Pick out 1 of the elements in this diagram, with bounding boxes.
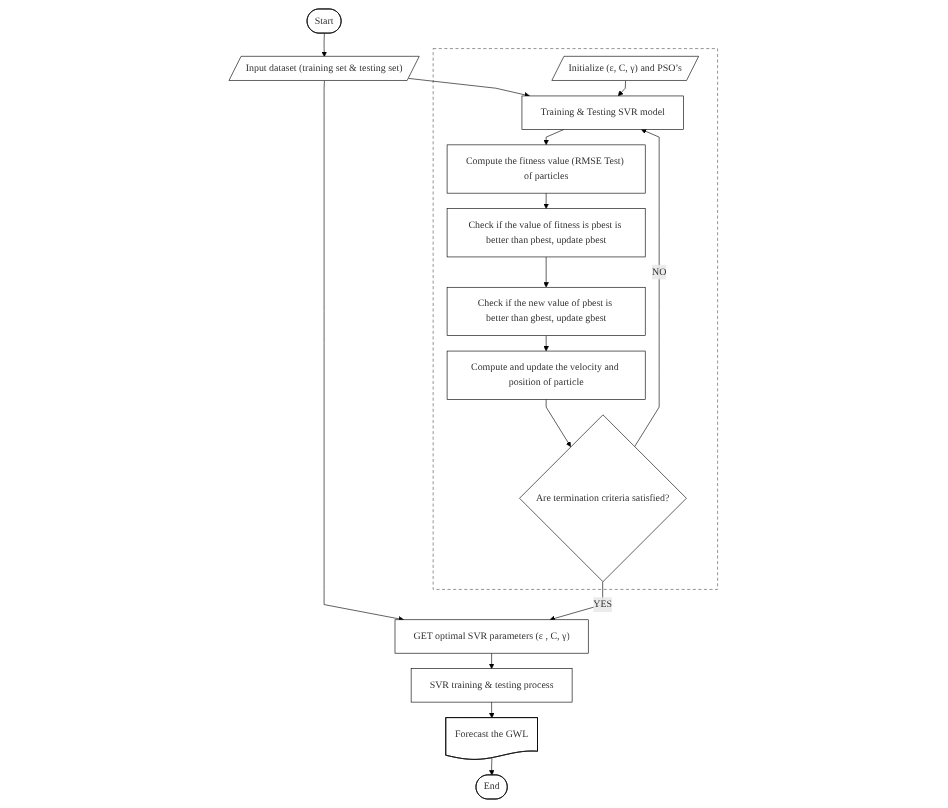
cluster — [433, 48, 719, 590]
